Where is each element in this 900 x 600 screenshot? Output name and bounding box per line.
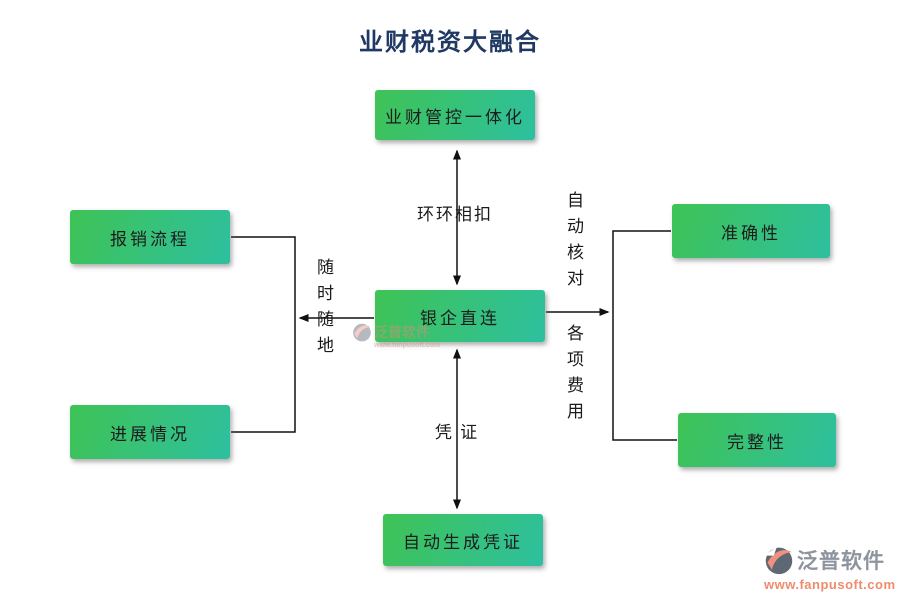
edge-label-huanhuanxiangkou: 环环相扣 [417, 205, 493, 224]
watermark-url: www.fanpusoft.com [374, 342, 441, 349]
node-yecai-guankong: 业财管控一体化 [375, 90, 535, 140]
node-label: 进展情况 [110, 424, 190, 444]
brand: 泛普软件 www.fanpusoft.com [764, 544, 900, 592]
node-label: 准确性 [721, 223, 781, 243]
brand-url-link[interactable]: www.fanpusoft.com [764, 577, 896, 592]
brand-name: 泛普软件 [797, 550, 885, 573]
edge-label-gexiangfeiyong: 各项费用 [564, 324, 583, 428]
node-label: 完整性 [727, 432, 787, 452]
node-wanzhengxing: 完整性 [678, 413, 836, 467]
right-bracket [612, 230, 677, 441]
node-zhunquexing: 准确性 [672, 204, 830, 258]
node-label: 银企直连 [420, 308, 500, 328]
diagram-title: 业财税资大融合 [359, 30, 541, 56]
fanpu-logo-icon [764, 545, 793, 575]
watermark-name: 泛普软件 [374, 324, 430, 340]
edge-label-pingzheng: 凭 证 [434, 423, 480, 442]
node-label: 业财管控一体化 [385, 107, 525, 127]
edge-label-suishisuidi: 随时随地 [314, 258, 333, 362]
watermark: 泛普软件 www.fanpusoft.com [352, 322, 442, 349]
fanpu-logo-icon [353, 323, 371, 342]
node-zidong-shengcheng-pingzheng: 自动生成凭证 [383, 514, 543, 566]
left-bracket [231, 236, 296, 433]
node-label: 自动生成凭证 [403, 532, 523, 552]
edge-label-zidonghedui: 自动核对 [564, 191, 583, 295]
node-label: 报销流程 [110, 229, 190, 249]
node-baoxiao-liucheng: 报销流程 [70, 210, 230, 264]
node-jinzhan-qingkuang: 进展情况 [70, 405, 230, 459]
node-yinqi-zhilian: 银企直连 [375, 290, 545, 342]
